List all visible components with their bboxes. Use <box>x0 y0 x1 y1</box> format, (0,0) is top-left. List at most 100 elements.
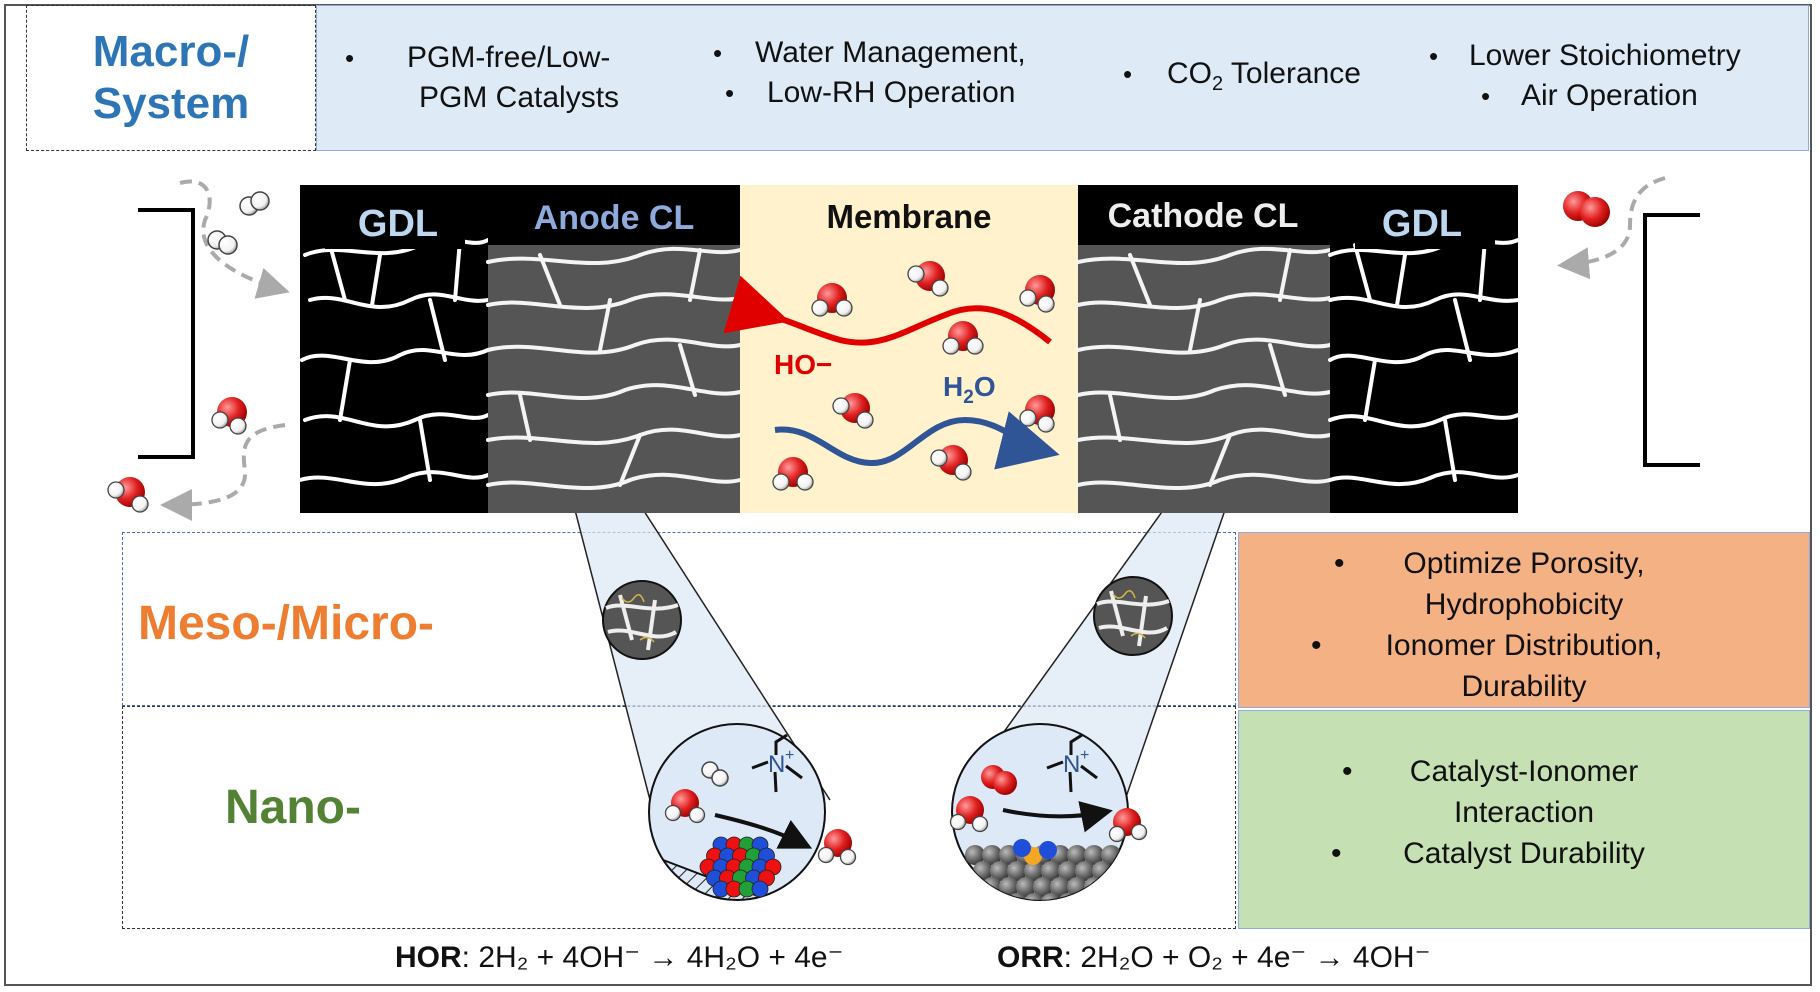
carbon-support-sphere <box>1041 861 1061 881</box>
meso-title: Meso-/Micro- <box>138 597 435 650</box>
water-molecule-icon <box>811 283 853 317</box>
hor-label: HOR <box>395 941 462 974</box>
meso-line-porosity: Optimize Porosity, <box>1403 547 1645 580</box>
nano-line-interaction-1: Catalyst-Ionomer <box>1409 755 1639 788</box>
water-molecule-icon <box>907 261 949 297</box>
carbon-support-sphere <box>1024 861 1044 881</box>
hydroxide-label: HO− <box>774 349 832 380</box>
macro-item-catalysts-line2: PGM Catalysts <box>419 81 620 114</box>
macro-item-co2: • CO2 Tolerance <box>1123 57 1361 95</box>
carbon-support-sphere <box>1058 861 1078 881</box>
nano-water-icon <box>664 789 706 824</box>
carbon-support-sphere <box>965 877 985 897</box>
meso-line-durability: Durability <box>1461 670 1587 703</box>
o2-inflow-arrow <box>1557 176 1666 280</box>
water-outflow-arrow <box>160 423 286 521</box>
meso-line-ionomer: Ionomer Distribution, <box>1385 629 1663 662</box>
carbon-support-sphere <box>1007 893 1027 900</box>
anode-cl-label: Anode CL <box>534 199 695 237</box>
carbon-support-sphere <box>1041 893 1061 900</box>
carbon-support-sphere <box>1007 861 1027 881</box>
macro-system-label: Macro-/ System <box>26 5 316 151</box>
macro-item-water: • • Water Management, Low-RH Operation <box>713 33 1026 113</box>
hor-equation: HOR: 2H₂ + 4OH⁻ → 4H₂O + 4e⁻ <box>395 940 843 975</box>
water-molecules <box>107 261 1055 513</box>
carbon-support-sphere <box>1092 893 1112 900</box>
nano-o2-icon <box>981 765 1017 795</box>
nano-requirements-box: •Catalyst-Ionomer Interaction •Catalyst … <box>1238 710 1810 929</box>
gdl-left-label: GDL <box>358 203 438 245</box>
carbon-support-sphere <box>982 845 1002 865</box>
carbon-support-sphere <box>999 877 1019 897</box>
ammonium-charge-anode: + <box>785 747 794 764</box>
right-bracket <box>1643 213 1700 467</box>
carbon-support-sphere <box>1075 893 1095 900</box>
o2-molecule-icon <box>1563 191 1610 227</box>
cathode-cl-layer <box>1076 185 1332 513</box>
water-molecule-icon <box>832 393 874 429</box>
meso-line-hydrophobicity: Hydrophobicity <box>1424 588 1624 621</box>
nano-line-durability: Catalyst Durability <box>1403 837 1645 870</box>
carbon-support-sphere <box>1109 893 1128 900</box>
carbon-support-sphere <box>965 845 985 865</box>
ammonium-cation-cathode <box>1046 733 1098 793</box>
carbon-support-sphere <box>1050 877 1070 897</box>
carbon-support-sphere <box>990 861 1010 881</box>
anode-nano-zoom-circle <box>648 723 826 901</box>
catalyst-atom <box>1013 839 1031 857</box>
anode-meso-zoom-circle <box>602 580 682 660</box>
ammonium-charge-cathode: + <box>1080 747 1089 764</box>
meso-requirements-box: •Optimize Porosity, Hydrophobicity •Iono… <box>1238 532 1810 708</box>
orr-label: ORR <box>997 941 1064 974</box>
left-bracket <box>138 208 195 459</box>
macro-item-co2-text-b: Tolerance <box>1223 57 1361 90</box>
macro-system-title: Macro-/ System <box>92 27 250 128</box>
gdl-right-layer <box>1328 185 1520 513</box>
macro-item-stoich-line2: Air Operation <box>1521 79 1698 112</box>
macro-item-co2-sub: 2 <box>1212 73 1224 95</box>
hydroxide-flow-arrow <box>723 275 1052 346</box>
anode-cl-layer <box>486 185 742 513</box>
carbon-support-sphere <box>1084 845 1104 865</box>
water-flow-arrow <box>774 411 1060 470</box>
carbon-support-sphere <box>1016 877 1036 897</box>
gdl-right-label: GDL <box>1382 203 1462 245</box>
membrane-label: Membrane <box>826 198 991 235</box>
nano-h2-icon <box>701 761 729 787</box>
macro-item-stoich: • • Lower Stoichiometry Air Operation <box>1429 36 1741 116</box>
macro-system-band: • PGM-free/Low- PGM Catalysts • • Water … <box>316 5 1809 151</box>
h2-molecule-icon <box>207 191 270 255</box>
ammonium-n-anode: N <box>768 751 785 778</box>
macro-item-water-line2: Low-RH Operation <box>767 76 1016 109</box>
carbon-support-sphere <box>1075 861 1095 881</box>
carbon-support-sphere <box>990 893 1010 900</box>
cathode-meso-zoom-circle <box>1093 576 1173 656</box>
cathode-cl-label: Cathode CL <box>1108 197 1299 235</box>
carbon-support-sphere <box>1033 877 1053 897</box>
nano-water-icon <box>949 796 989 833</box>
water-label: H2O <box>943 371 996 408</box>
water-molecule-icon <box>107 477 149 513</box>
water-molecule-icon <box>211 397 247 435</box>
macro-item-catalysts: • PGM-free/Low- PGM Catalysts <box>345 38 619 118</box>
h2-inflow-arrow <box>179 179 290 299</box>
ammonium-cation-anode <box>751 733 803 793</box>
hor-text: : 2H₂ + 4OH⁻ → 4H₂O + 4e⁻ <box>461 941 844 974</box>
macro-item-catalysts-line1: PGM-free/Low- <box>407 41 611 74</box>
nano-title: Nano- <box>225 781 361 834</box>
macro-item-co2-text: CO <box>1167 57 1212 90</box>
nano-line-interaction-2: Interaction <box>1453 796 1595 829</box>
macro-item-water-line1: Water Management, <box>755 36 1026 69</box>
nano-water-icon <box>1108 808 1148 843</box>
ammonium-n-cathode: N <box>1063 751 1080 778</box>
carbon-support-sphere <box>1101 877 1121 897</box>
nano-water-icon <box>817 829 857 866</box>
macro-item-stoich-line1: Lower Stoichiometry <box>1469 39 1741 72</box>
catalyst-atom <box>751 880 769 898</box>
orr-equation: ORR: 2H₂O + O₂ + 4e⁻ → 4OH⁻ <box>997 940 1430 975</box>
orr-text: : 2H₂O + O₂ + 4e⁻ → 4OH⁻ <box>1063 941 1431 974</box>
carbon-support-sphere <box>1067 845 1087 865</box>
water-molecule-icon <box>772 457 814 491</box>
carbon-support-sphere <box>973 893 993 900</box>
